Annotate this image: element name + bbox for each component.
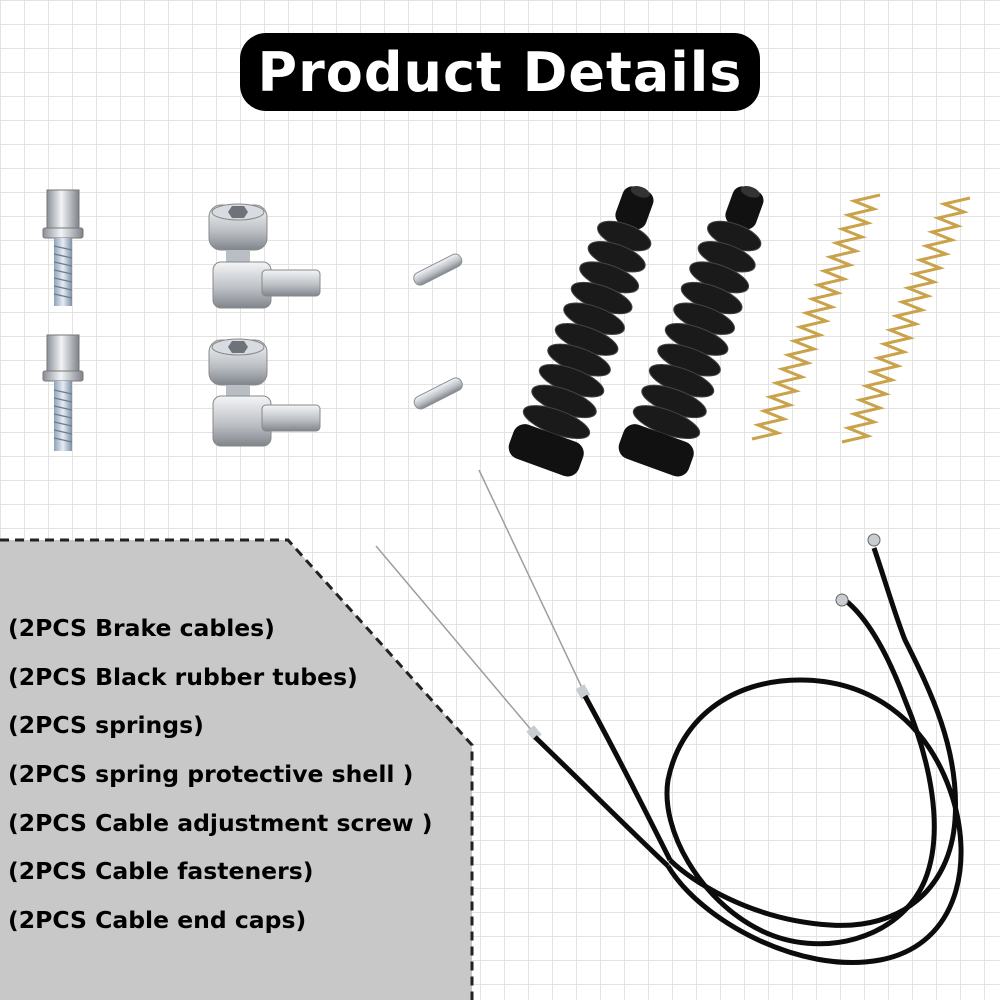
cable-ferrule (867, 533, 881, 547)
list-item: (2PCS Cable fasteners) (8, 857, 314, 886)
cable-fastener (208, 338, 321, 447)
cable-end-cap (413, 253, 463, 286)
title-banner: Product Details (240, 33, 760, 111)
adjustment-screw (42, 189, 84, 306)
list-item: (2PCS spring protective shell ) (8, 760, 414, 789)
list-item: (2PCS Cable adjustment screw ) (8, 808, 433, 837)
page-title: Product Details (257, 40, 743, 104)
spring (841, 196, 971, 444)
adjustment-screw (42, 334, 84, 451)
list-item: (2PCS Brake cables) (8, 614, 275, 642)
spring (751, 193, 881, 441)
brake-cable (375, 545, 670, 868)
brake-cable (478, 469, 673, 862)
rubber-tube (508, 186, 654, 477)
cable-fastener (208, 203, 321, 309)
list-item: (2PCS springs) (8, 711, 204, 740)
list-item: (2PCS Black rubber tubes) (8, 662, 358, 691)
list-item: (2PCS Cable end caps) (8, 906, 307, 935)
rubber-tube (618, 186, 764, 477)
cable-ferrule (835, 593, 849, 607)
cable-end-cap (413, 377, 463, 410)
cable-loop (664, 547, 964, 966)
component-list: (2PCS Brake cables) (2PCS Black rubber t… (8, 608, 433, 949)
